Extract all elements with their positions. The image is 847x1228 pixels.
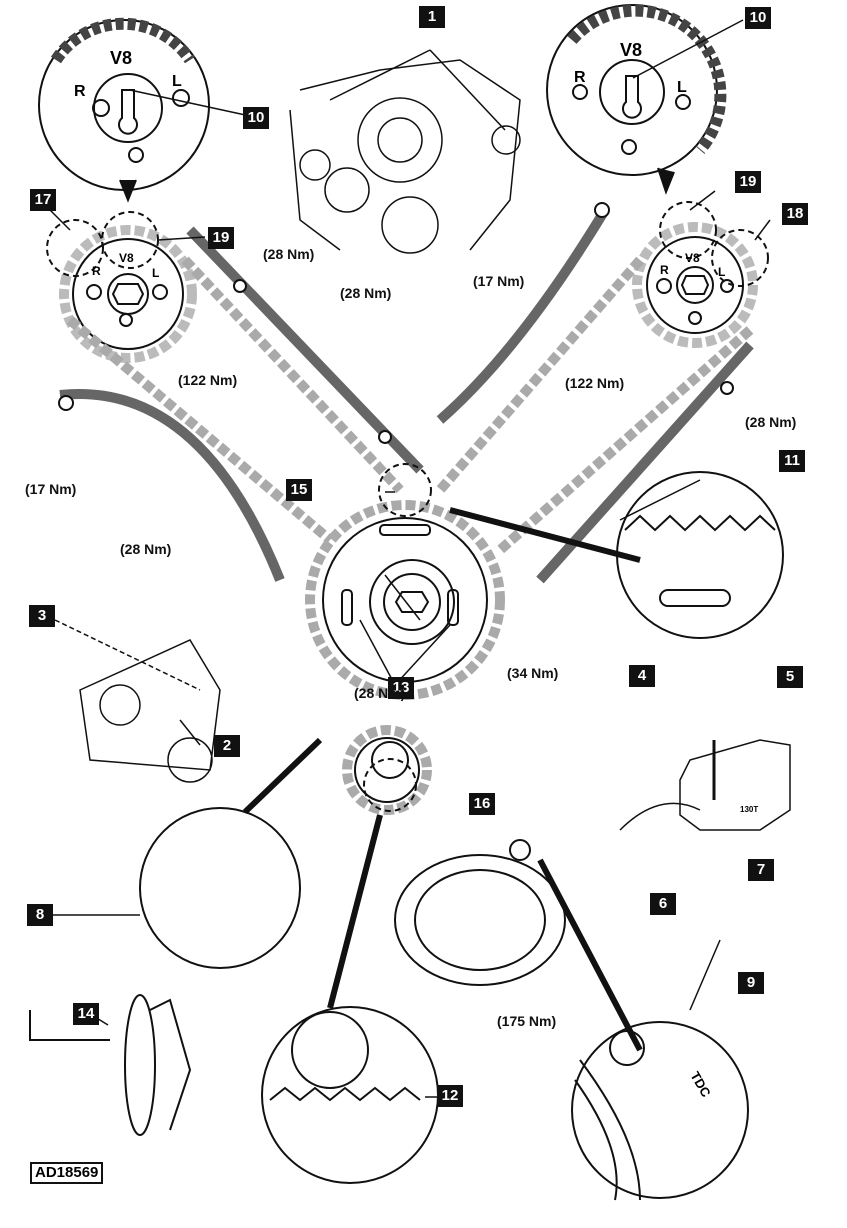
locking-tool [29,994,192,1136]
leader-lines [49,49,771,1098]
callout-5: 5 [777,666,803,688]
callout-14: 14 [73,1003,99,1025]
v8-mark-left-detail: V8 [110,48,132,68]
crankshaft-pulley [394,839,643,1052]
callout-4: 4 [629,665,655,687]
detail-circle-9-tdc [571,1021,749,1201]
leader-line [129,89,251,117]
callout-2: 2 [214,735,240,757]
chain-guides [58,202,754,584]
torque-left-tensioner-rail: (17 Nm) [25,481,77,497]
detail-circle-11 [616,471,784,639]
callout-9: 9 [738,972,764,994]
left-cam-detail-circle [38,17,210,203]
callout-13: 13 [388,677,414,699]
torque-tensioner-upper: (28 Nm) [340,285,392,301]
torque-tensioner-left: (28 Nm) [120,541,172,557]
torque-right-cam-bolt: (122 Nm) [565,375,625,391]
callout-16: 16 [469,793,495,815]
pointer-to-detail-8 [242,737,323,815]
detail-circle-12 [261,1006,439,1184]
torque-left-cam-bolt: (122 Nm) [178,372,238,388]
callout-10-left: 10 [243,107,269,129]
torque-crank-pulley: (175 Nm) [497,1013,557,1029]
r-mark-right-detail: R [574,69,586,86]
callout-17: 17 [30,189,56,211]
callout-19-left: 19 [208,227,234,249]
torque-right-guide: (28 Nm) [745,414,797,430]
detail-circle-8 [139,807,301,969]
right-cam-sprocket [632,201,769,348]
engine-front-view [289,59,521,254]
crank-sprocket [354,737,420,812]
torque-idler-bolt: (34 Nm) [507,665,559,681]
tensioner-code: 130T [740,805,758,814]
torque-right-tensioner-rail: (17 Nm) [473,273,525,289]
tdc-mark: TDC [687,1069,714,1100]
v8-mark-left-sprocket: V8 [119,251,134,265]
callout-19-right: 19 [735,171,761,193]
tensioner-side-view [54,619,221,783]
callout-3: 3 [29,605,55,627]
l-mark-right-sprocket: L [718,265,725,279]
pointer-to-detail-12 [327,814,383,1009]
l-mark-left-sprocket: L [152,266,159,280]
callout-8: 8 [27,904,53,926]
callout-1: 1 [419,6,445,28]
r-mark-right-sprocket: R [660,263,669,277]
pointer-to-detail-11 [449,507,641,563]
callout-15: 15 [286,479,312,501]
callout-18: 18 [782,203,808,225]
callout-10-right: 10 [745,7,771,29]
torque-left-guide: (28 Nm) [263,246,315,262]
tensioner-tool-view [619,739,791,831]
callout-11: 11 [779,450,805,472]
v8-mark-right-detail: V8 [620,40,642,60]
figure-reference: AD18569 [30,1162,104,1184]
r-mark-left-sprocket: R [92,264,101,278]
r-mark-left-detail: R [74,83,86,100]
left-cam-sprocket [46,211,197,363]
l-mark-left-detail: L [172,73,182,90]
callout-6: 6 [650,893,676,915]
right-cam-detail-circle [546,4,727,195]
leader-line [632,19,744,79]
callout-12: 12 [437,1085,463,1107]
callout-7: 7 [748,859,774,881]
l-mark-right-detail: L [677,79,687,96]
torque-lower-guide: (28 Nm) [354,685,406,701]
idler-sprocket [322,463,488,683]
v8-mark-right-sprocket: V8 [685,251,700,265]
